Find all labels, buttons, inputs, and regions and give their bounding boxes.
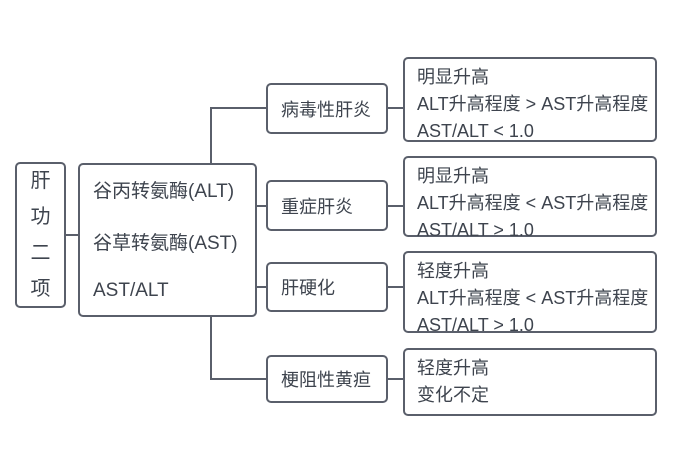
connector-branch2-left [255, 205, 266, 207]
findings-node-cirrhosis: 轻度升高 ALT升高程度 < AST升高程度 AST/ALT > 1.0 [403, 251, 657, 335]
finding-line: 明显升高 [417, 166, 489, 186]
condition-label: 梗阻性黄疸 [281, 370, 371, 390]
connector-root-to-tests [64, 234, 78, 236]
test-line-ratio: AST/ALT [93, 280, 169, 301]
finding-line: AST/ALT < 1.0 [417, 121, 534, 141]
finding-line: ALT升高程度 < AST升高程度 [417, 288, 649, 308]
condition-node-cirrhosis: 肝硬化 [266, 262, 388, 312]
tests-node: 谷丙转氨酶(ALT) 谷草转氨酶(AST) AST/ALT [78, 163, 257, 317]
finding-line: 变化不定 [417, 385, 489, 405]
connector-branch3-left [255, 286, 266, 288]
finding-line: AST/ALT > 1.0 [417, 220, 534, 240]
finding-line: 明显升高 [417, 67, 489, 87]
finding-line: AST/ALT > 1.0 [417, 315, 534, 335]
test-line-alt: 谷丙转氨酶(ALT) [93, 181, 235, 202]
connector-branch4-horizontal [210, 378, 266, 380]
findings-node-viral-hepatitis: 明显升高 ALT升高程度 > AST升高程度 AST/ALT < 1.0 [403, 57, 657, 142]
condition-label: 重症肝炎 [281, 196, 353, 217]
connector-branch2-to-findings [386, 205, 403, 207]
condition-node-viral-hepatitis: 病毒性肝炎 [266, 83, 388, 134]
findings-node-severe-hepatitis: 明显升高 ALT升高程度 < AST升高程度 AST/ALT > 1.0 [403, 156, 657, 240]
connector-branch4-to-findings [386, 378, 403, 380]
condition-node-severe-hepatitis: 重症肝炎 [266, 180, 388, 231]
condition-label: 病毒性肝炎 [281, 99, 371, 120]
finding-line: 轻度升高 [417, 261, 489, 281]
connector-branch1-horizontal [210, 107, 266, 109]
connector-branch1-vertical [210, 107, 212, 164]
connector-branch1-to-findings [386, 107, 403, 109]
condition-node-obstructive-jaundice: 梗阻性黄疸 [266, 355, 388, 403]
root-node-liver-panel: 肝功二项 [15, 162, 66, 308]
finding-line: 轻度升高 [417, 358, 489, 378]
finding-line: ALT升高程度 < AST升高程度 [417, 193, 649, 213]
connector-branch4-vertical [210, 317, 212, 380]
finding-line: ALT升高程度 > AST升高程度 [417, 94, 649, 114]
connector-branch3-to-findings [386, 286, 403, 288]
condition-label: 肝硬化 [281, 278, 335, 298]
test-line-ast: 谷草转氨酶(AST) [93, 233, 238, 254]
findings-node-obstructive-jaundice: 轻度升高 变化不定 [403, 348, 657, 416]
root-node-label: 肝功二项 [30, 170, 51, 300]
